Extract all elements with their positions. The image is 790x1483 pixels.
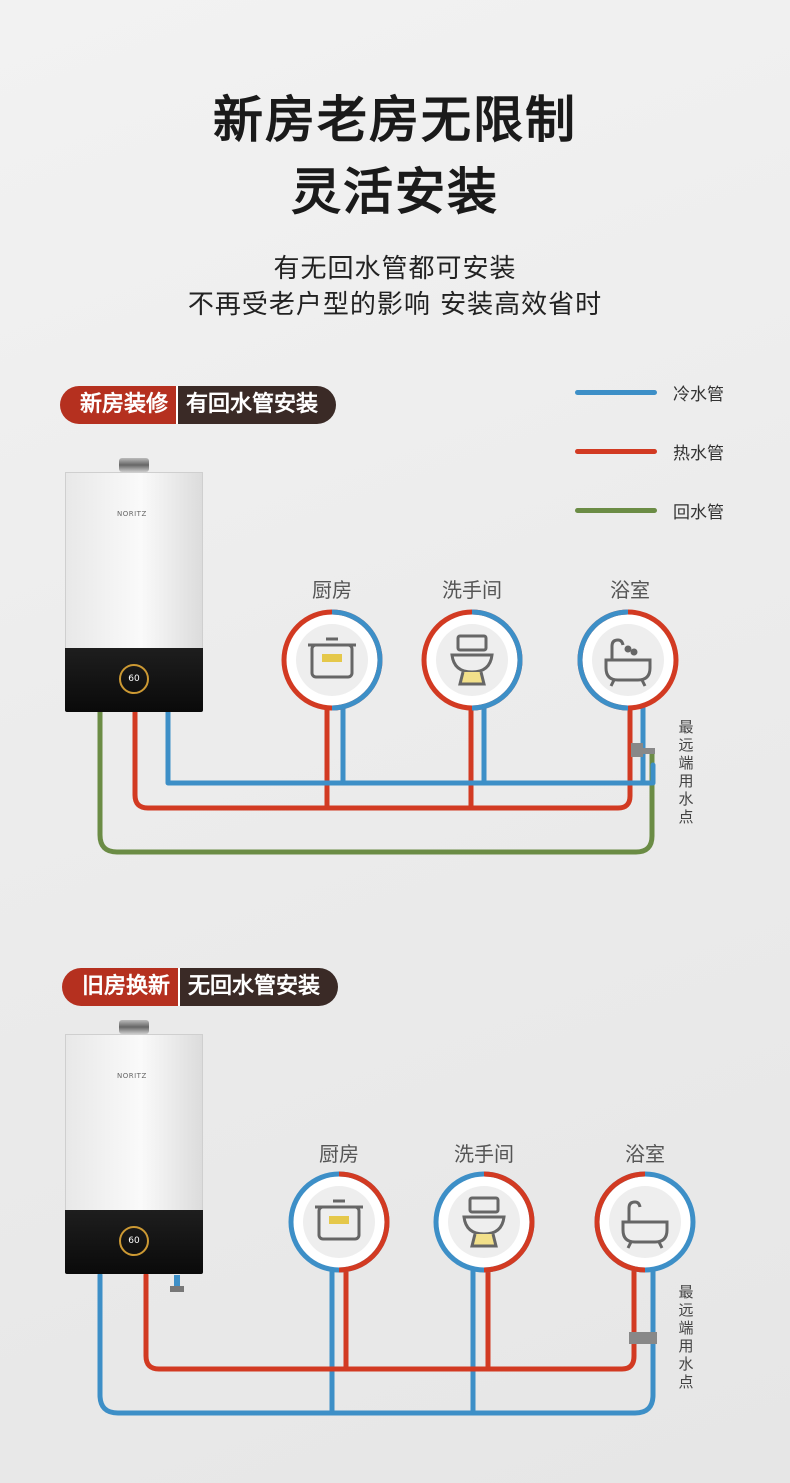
section2-cold-main [97, 1267, 656, 1416]
section1-water-heater: NORITZ 60 [65, 458, 203, 714]
section1-return-pipe [97, 709, 655, 855]
subheadline-line-1: 有无回水管都可安装 [273, 254, 517, 284]
bathtub-icon [604, 638, 652, 687]
section2-room-toilet [433, 1171, 535, 1273]
section2-tag-method: 无回水管安装 [178, 968, 339, 1006]
section2-tag: 旧房换新 无回水管安装 [62, 968, 339, 1006]
section1-tag: 新房装修 有回水管安装 [60, 386, 337, 424]
return-pipe-swatch [575, 508, 657, 513]
section1-room-toilet [421, 609, 523, 711]
room-label-bath: 浴室 [625, 1142, 665, 1166]
section1-cold-main [165, 709, 656, 786]
brand-logo: NORITZ [117, 510, 147, 518]
section1-valve-icon [631, 743, 643, 757]
section2-inlet-cap-icon [170, 1286, 184, 1292]
legend-label-hot: 热水管 [673, 444, 724, 464]
room-label-toilet: 洗手间 [454, 1142, 514, 1166]
headline-line-1: 新房老房无限制 [213, 91, 577, 149]
section2-hot-main [143, 1265, 637, 1372]
temperature-display: 60 [119, 1226, 149, 1256]
far-point-label: 最远端用水点 [678, 718, 694, 826]
section2-tag-category: 旧房换新 [62, 968, 179, 1006]
cold-pipe-swatch [575, 390, 657, 395]
room-label-kitchen: 厨房 [312, 578, 352, 602]
bathtub-icon [621, 1200, 669, 1249]
room-label-kitchen: 厨房 [319, 1142, 359, 1166]
temperature-display: 60 [119, 664, 149, 694]
legend-label-cold: 冷水管 [673, 385, 724, 405]
headline-line-2: 灵活安装 [291, 163, 499, 221]
legend-label-return: 回水管 [673, 503, 724, 523]
section1-tag-method: 有回水管安装 [176, 386, 337, 424]
section2-water-heater: NORITZ 60 [65, 1020, 203, 1276]
toilet-icon [450, 634, 494, 686]
rice-cooker-icon [308, 637, 356, 679]
section1-hot-main [132, 702, 633, 811]
hot-pipe-swatch [575, 449, 657, 454]
rice-cooker-icon [315, 1199, 363, 1241]
section1-tag-category: 新房装修 [60, 386, 177, 424]
flue-icon [119, 458, 149, 472]
room-label-bath: 浴室 [610, 578, 650, 602]
section2-valve-icon [629, 1332, 657, 1344]
subheadline-line-2: 不再受老户型的影响 安装高效省时 [187, 290, 603, 320]
far-point-label: 最远端用水点 [678, 1283, 694, 1391]
flue-icon [119, 1020, 149, 1034]
brand-logo: NORITZ [117, 1072, 147, 1080]
room-label-toilet: 洗手间 [442, 578, 502, 602]
toilet-icon [462, 1196, 506, 1248]
